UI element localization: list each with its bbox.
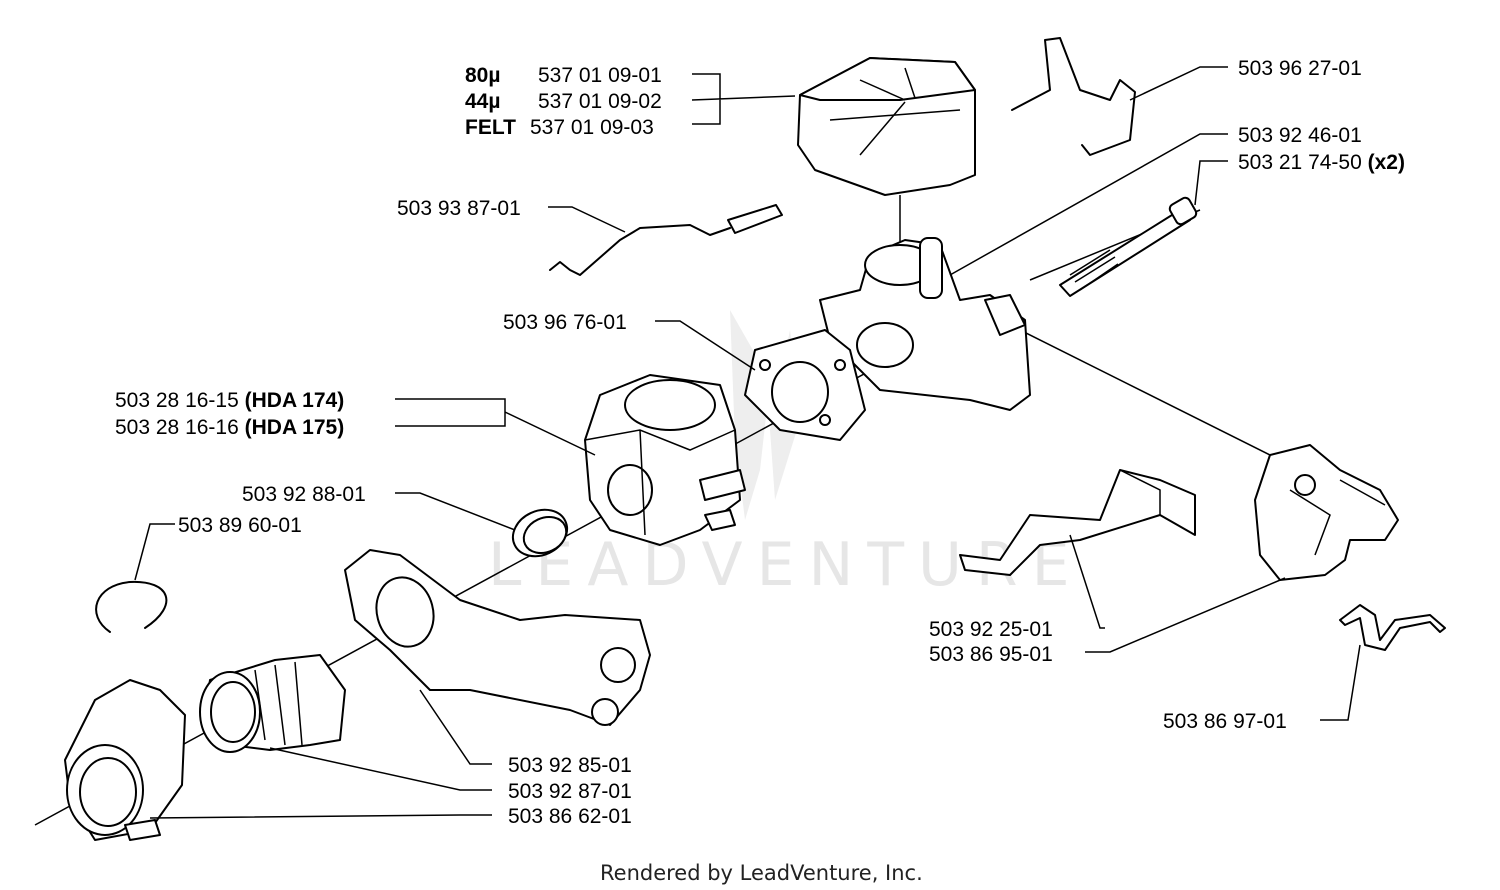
throttle-link (959, 469, 1196, 576)
circlip (95, 580, 168, 633)
bolt (1059, 196, 1198, 297)
label-ring: 503 92 88-01 (242, 483, 366, 506)
label-carb-175: 503 28 16-16 (HDA 175) (115, 416, 344, 439)
air-filter (797, 57, 976, 196)
label-choke-rod: 503 93 87-01 (397, 197, 521, 220)
label-gasket: 503 96 76-01 (503, 311, 627, 334)
intake-manifold (344, 549, 651, 726)
label-spring-clip: 503 96 27-01 (1238, 57, 1362, 80)
label-intake-boot: 503 92 87-01 (508, 780, 632, 803)
label-intake-manifold: 503 92 85-01 (508, 754, 632, 777)
intake-boot (199, 654, 346, 753)
gasket (744, 329, 866, 441)
leader-lines (134, 66, 1361, 819)
label-bolt: 503 21 74-50 (x2) (1238, 151, 1405, 174)
label-throttle-link: 503 92 25-01 (929, 618, 1053, 641)
label-throttle-cover: 503 86 95-01 (929, 643, 1053, 666)
label-circlip: 503 89 60-01 (178, 514, 302, 537)
assembly-axis-2 (999, 319, 1281, 461)
choke-rod (549, 204, 783, 276)
spring-clip (1011, 37, 1136, 156)
throttle-cover (1254, 444, 1399, 581)
ring (511, 508, 569, 558)
flange (64, 679, 186, 841)
label-small-spring: 503 86 97-01 (1163, 710, 1287, 733)
small-spring (1339, 604, 1446, 651)
label-carb-holder: 503 92 46-01 (1238, 124, 1362, 147)
carburetor-holder (819, 237, 1031, 411)
label-carb-174: 503 28 16-15 (HDA 174) (115, 389, 344, 412)
carburetor (584, 374, 746, 546)
label-flange: 503 86 62-01 (508, 805, 632, 828)
footer-credit: Rendered by LeadVenture, Inc. (600, 861, 923, 885)
